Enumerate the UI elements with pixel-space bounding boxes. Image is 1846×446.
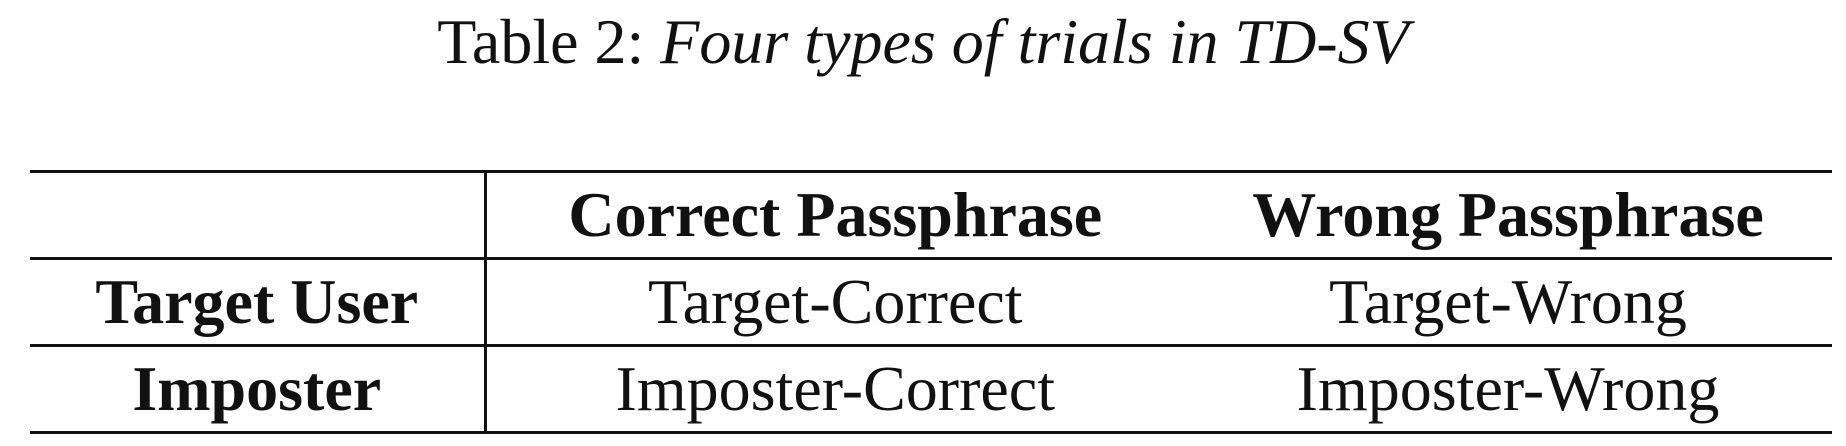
table-row: Imposter Imposter-Correct Imposter-Wrong [30, 345, 1832, 433]
trial-types-table-container: Correct Passphrase Wrong Passphrase Targ… [30, 170, 1832, 434]
header-row: Correct Passphrase Wrong Passphrase [30, 171, 1832, 259]
caption-text: Four types of trials in TD-SV [660, 6, 1409, 77]
table-body: Target User Target-Correct Target-Wrong … [30, 258, 1832, 433]
table-header: Correct Passphrase Wrong Passphrase [30, 171, 1832, 259]
cell-imposter-correct: Imposter-Correct [615, 353, 1055, 424]
corner-cell [30, 171, 487, 259]
row-header-target-user: Target User [30, 258, 487, 346]
cell-target-correct: Target-Correct [647, 266, 1023, 337]
row-header-imposter: Imposter [30, 345, 487, 433]
cell-imposter-wrong: Imposter-Wrong [1296, 353, 1720, 424]
trial-types-table: Correct Passphrase Wrong Passphrase Targ… [30, 170, 1832, 434]
table-row: Target User Target-Correct Target-Wrong [30, 258, 1832, 346]
column-header-wrong-passphrase: Wrong Passphrase [1252, 179, 1764, 250]
caption-label: Table 2: [437, 6, 661, 77]
cell-target-wrong: Target-Wrong [1329, 266, 1687, 337]
table-caption: Table 2: Four types of trials in TD-SV [0, 2, 1846, 82]
column-header-correct-passphrase: Correct Passphrase [568, 179, 1103, 250]
